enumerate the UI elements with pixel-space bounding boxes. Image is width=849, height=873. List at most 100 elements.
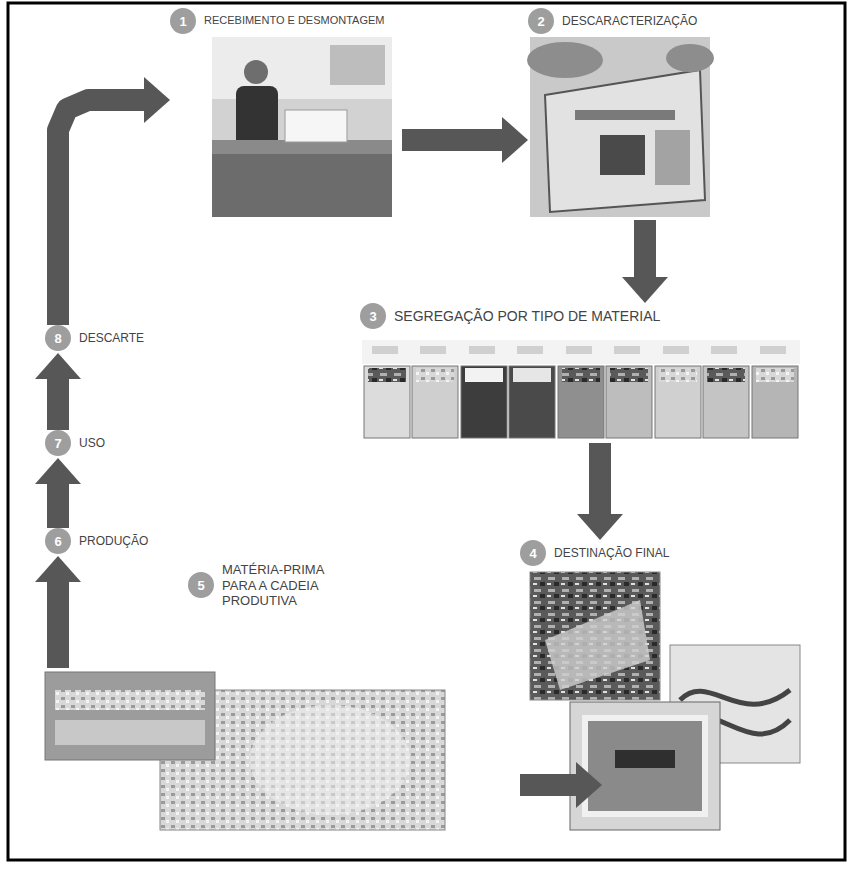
photo-bin-content xyxy=(610,368,648,382)
flow-arrow xyxy=(35,353,81,430)
step-label: USO xyxy=(79,436,105,450)
photo-ingots xyxy=(45,672,215,760)
flow-arrow xyxy=(402,117,528,163)
arrow-shaft xyxy=(47,483,69,528)
arrow-head xyxy=(35,556,81,582)
photo-bin-content xyxy=(562,368,600,382)
photo-tag xyxy=(663,346,689,354)
step-header: 4 DESTINAÇÃO FINAL xyxy=(520,540,809,566)
step-number: 1 xyxy=(170,8,196,34)
photo-highlight xyxy=(250,705,410,815)
photo-bin xyxy=(606,366,652,438)
photo-frame xyxy=(585,718,705,814)
step-header: 5MATÉRIA-PRIMA PARA A CADEIA PRODUTIVA xyxy=(188,562,750,609)
photo-bins xyxy=(362,340,800,438)
arrow-shaft xyxy=(402,129,503,151)
process-step: 5MATÉRIA-PRIMA PARA A CADEIA PRODUTIVA xyxy=(40,668,602,835)
step-label: DESCARACTERIZAÇÃO xyxy=(562,14,697,28)
photo-bench-front xyxy=(212,154,392,217)
photo-ingot-row xyxy=(55,690,205,710)
photo-bin-content xyxy=(368,368,406,382)
photo-rail xyxy=(575,110,675,120)
process-step: 4 DESTINAÇÃO FINAL xyxy=(520,540,809,835)
photo-bin-content xyxy=(659,368,697,382)
step-number: 3 xyxy=(360,303,386,329)
arrow-shaft xyxy=(520,774,577,796)
step-number: 8 xyxy=(45,325,71,351)
photo-component xyxy=(600,135,645,175)
arrow-shaft xyxy=(58,100,145,325)
frame xyxy=(8,3,845,860)
step-header: 8 DESCARTE xyxy=(45,325,159,351)
arrow-head xyxy=(502,117,528,163)
process-step: 8 DESCARTE xyxy=(45,325,159,353)
photo-shelf xyxy=(330,45,385,85)
photo-part xyxy=(615,750,675,768)
photo-raw-material xyxy=(45,672,445,830)
photo-bin xyxy=(461,366,507,438)
process-step: 1 RECEBIMENTO E DESMONTAGEM xyxy=(170,8,402,220)
arrow-head xyxy=(144,77,170,123)
photo-decharacterization xyxy=(527,37,714,217)
step-label: MATÉRIA-PRIMA PARA A CADEIA PRODUTIVA xyxy=(222,562,347,609)
flow-arrow xyxy=(577,443,623,540)
step-number: 4 xyxy=(520,540,546,566)
photo-bin xyxy=(655,366,701,438)
process-step: 3 SEGREGAÇÃO POR TIPO DE MATERIAL xyxy=(360,303,809,443)
photo-frames xyxy=(570,702,720,830)
photo-tag xyxy=(517,346,543,354)
step-header: 3 SEGREGAÇÃO POR TIPO DE MATERIAL xyxy=(360,303,809,329)
photo-bin-content xyxy=(416,368,454,382)
photo-bin xyxy=(364,366,410,438)
photo-bin xyxy=(509,366,555,438)
photo-tag xyxy=(566,346,592,354)
flow-arrow xyxy=(58,77,170,325)
photo-person-head xyxy=(244,60,268,84)
step-header: 2 DESCARACTERIZAÇÃO xyxy=(528,8,722,34)
arrow-head xyxy=(576,762,602,808)
photo-bin xyxy=(703,366,749,438)
step-label: PRODUÇÃO xyxy=(79,534,148,548)
flow-arrow xyxy=(35,556,81,668)
photo-bin xyxy=(412,366,458,438)
step-number: 2 xyxy=(528,8,554,34)
step-label: SEGREGAÇÃO POR TIPO DE MATERIAL xyxy=(394,308,660,325)
arrow-head xyxy=(35,458,81,484)
process-step: 2 DESCARACTERIZAÇÃO xyxy=(528,8,722,220)
process-step: 6PRODUÇÃO xyxy=(45,528,159,556)
flow-arrow xyxy=(520,762,602,808)
photo-board xyxy=(545,600,650,690)
step-header: 7 USO xyxy=(45,430,129,456)
arrow-head xyxy=(577,514,623,540)
arrow-shaft xyxy=(589,443,611,515)
step-header: 1 RECEBIMENTO E DESMONTAGEM xyxy=(170,8,402,34)
photo-wall xyxy=(362,340,800,364)
arrow-shaft xyxy=(47,581,69,668)
step-label: RECEBIMENTO E DESMONTAGEM xyxy=(204,14,385,27)
step-label: DESCARTE xyxy=(79,331,144,345)
photo-tag xyxy=(711,346,737,354)
photo-bin xyxy=(558,366,604,438)
step-header: 6PRODUÇÃO xyxy=(45,528,159,554)
photo-tag xyxy=(372,346,398,354)
flow-arrow xyxy=(622,220,668,303)
process-step: 7 USO xyxy=(45,430,129,458)
photo-reception xyxy=(212,37,392,217)
photo-bin-content xyxy=(465,368,503,382)
arrow-shaft xyxy=(634,220,656,278)
photo-component xyxy=(655,130,690,185)
photo-tag xyxy=(469,346,495,354)
photo-bin-content xyxy=(707,368,745,382)
photo-ingot-row xyxy=(55,720,205,745)
photo-hand xyxy=(666,44,714,72)
photo-bin xyxy=(752,366,798,438)
step-label: DESTINAÇÃO FINAL xyxy=(554,546,669,560)
step-number: 7 xyxy=(45,430,71,456)
photo-tag xyxy=(420,346,446,354)
flow-arrow xyxy=(35,458,81,528)
photo-device xyxy=(285,110,347,142)
photo-ground xyxy=(212,37,392,217)
